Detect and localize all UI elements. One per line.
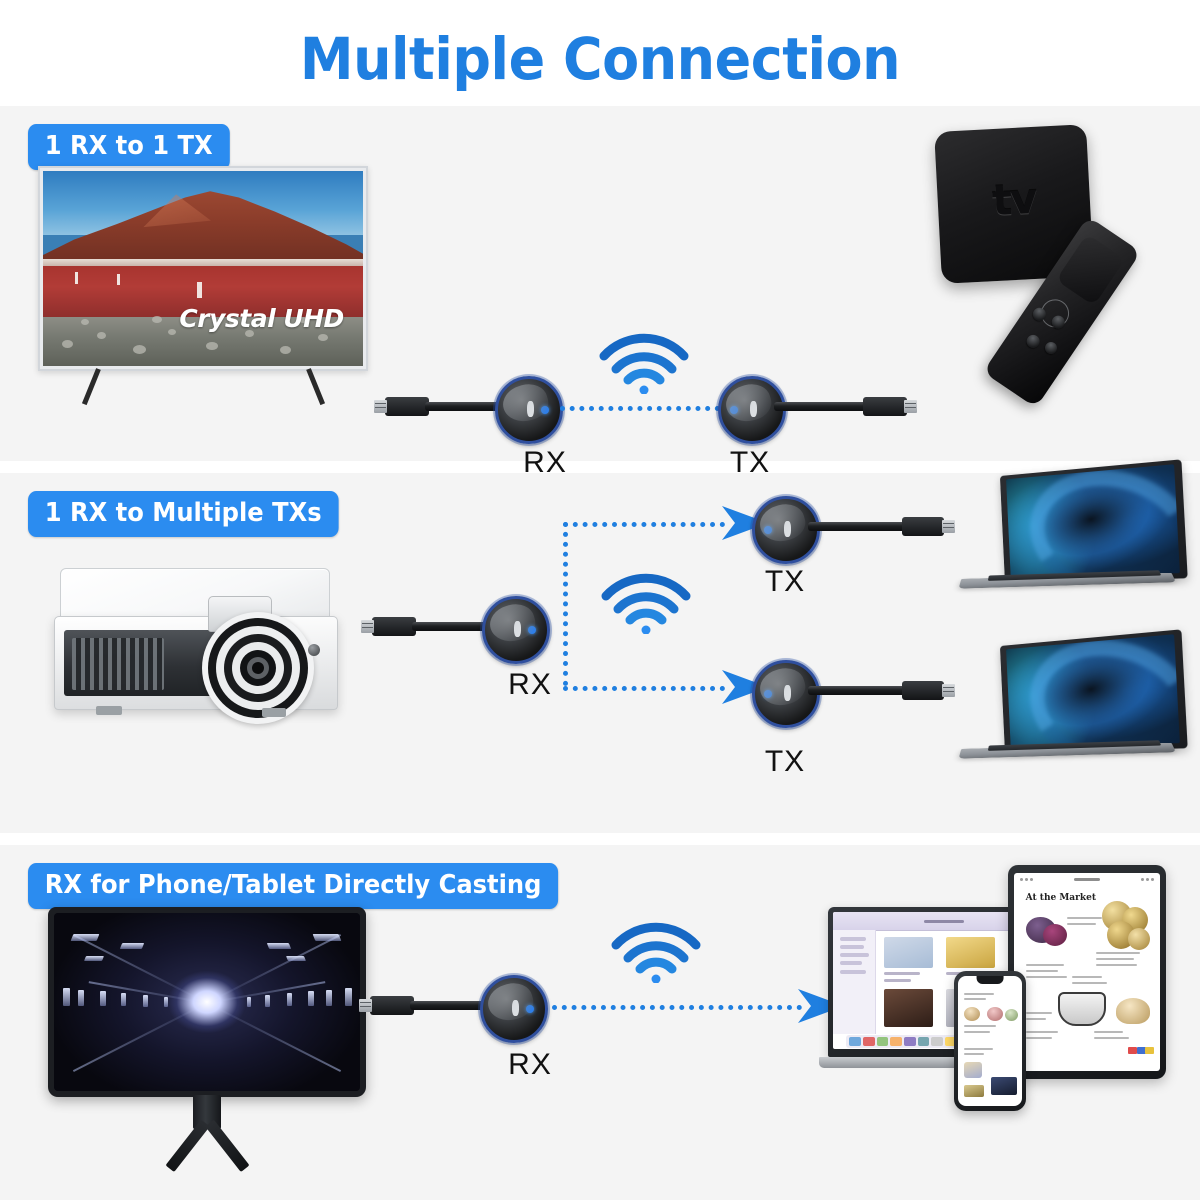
tx-label-2a: TX (764, 565, 806, 598)
section-divider-1 (0, 461, 1200, 473)
branch-top (563, 522, 725, 527)
gaming-monitor (48, 907, 368, 1173)
rx-dongle-2 (361, 591, 550, 664)
rx-dongle-1 (374, 371, 563, 444)
wireless-link-3 (552, 1005, 802, 1010)
section-3-stage: RX (0, 845, 1200, 1200)
wireless-link-1 (560, 406, 720, 411)
tx-dongle-1 (718, 371, 917, 444)
wifi-icon-2 (600, 568, 692, 634)
tv-screen-logo: Crystal UHD (179, 303, 344, 333)
arrow-3 (798, 987, 844, 1030)
wifi-icon-1 (598, 328, 690, 394)
section-badge-2: 1 RX to Multiple TXs (28, 491, 339, 537)
section-2-stage: RX (0, 459, 1200, 833)
rx-label-2: RX (508, 668, 552, 701)
apple-tv-logo: tv (990, 174, 1037, 226)
tv-screen: Crystal UHD (43, 171, 363, 366)
tx-dongle-2b (752, 655, 955, 728)
branch-bottom (563, 686, 725, 691)
iphone-screen (958, 976, 1022, 1106)
page-title: Multiple Connection (299, 25, 901, 93)
iphone (954, 971, 1028, 1113)
section-1-stage: Crystal UHD RX (0, 106, 1200, 479)
rx-dongle-3 (359, 970, 548, 1043)
samsung-tv: Crystal UHD (38, 166, 368, 416)
tx-dongle-2a (752, 491, 955, 564)
section-rx-direct-casting: RX for Phone/Tablet Directly Casting (0, 845, 1200, 1200)
ipad: At the Market (1008, 865, 1168, 1081)
section-divider-2 (0, 833, 1200, 845)
laptop-screen-top (999, 459, 1188, 582)
laptop-bottom (955, 629, 1195, 783)
branch-trunk (563, 522, 568, 686)
projector (50, 568, 350, 743)
wifi-icon-3 (610, 917, 702, 983)
ipad-page-title: At the Market (1025, 892, 1097, 903)
laptop-top (955, 459, 1195, 613)
section-one-rx-to-multiple-tx: 1 RX to Multiple TXs (0, 459, 1200, 833)
ipad-screen: At the Market (1014, 873, 1160, 1071)
tx-label-2b: TX (764, 745, 806, 778)
laptop-screen-bottom (999, 629, 1188, 752)
arrow-top (722, 504, 768, 547)
section-one-rx-to-one-tx: 1 RX to 1 TX (0, 106, 1200, 479)
section-badge-3: RX for Phone/Tablet Directly Casting (28, 863, 559, 909)
apple-device-group: At the Market (819, 865, 1200, 1111)
gaming-monitor-screen (54, 913, 360, 1091)
arrow-bottom (722, 668, 768, 711)
rx-label-3: RX (508, 1048, 552, 1081)
section-badge-1: 1 RX to 1 TX (28, 124, 230, 170)
